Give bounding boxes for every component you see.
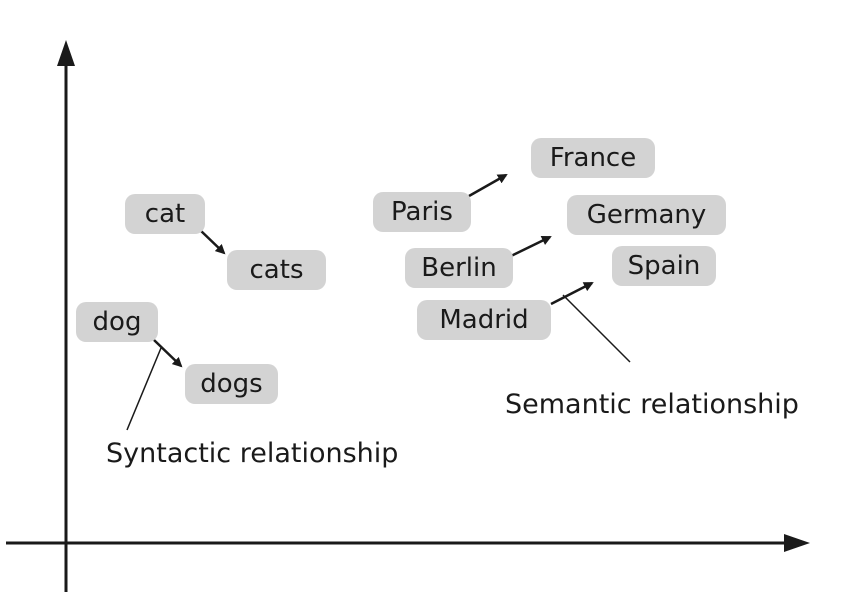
word-madrid: Madrid <box>417 300 551 340</box>
word-dogs: dogs <box>185 364 278 404</box>
word-germany: Germany <box>567 195 726 235</box>
arrow-paris-to-france <box>468 173 508 198</box>
semantic-pointer-line <box>562 294 631 363</box>
word-spain: Spain <box>612 246 716 286</box>
arrow-dog-to-dogs <box>153 339 183 368</box>
arrow-cat-to-cats <box>198 228 226 255</box>
word-france: France <box>531 138 655 178</box>
arrow-madrid-to-spain <box>550 281 594 306</box>
semantic-relationship-caption: Semantic relationship <box>505 389 799 420</box>
word-cats: cats <box>227 250 326 290</box>
y-axis-arrowhead <box>57 40 75 66</box>
word-paris: Paris <box>373 192 471 232</box>
syntactic-relationship-caption: Syntactic relationship <box>106 438 399 469</box>
word-dog: dog <box>76 302 158 342</box>
arrow-berlin-to-germany <box>510 235 552 258</box>
syntactic-pointer-line <box>126 347 162 431</box>
x-axis-arrowhead <box>784 534 810 552</box>
word-cat: cat <box>125 194 205 234</box>
word-berlin: Berlin <box>405 248 513 288</box>
